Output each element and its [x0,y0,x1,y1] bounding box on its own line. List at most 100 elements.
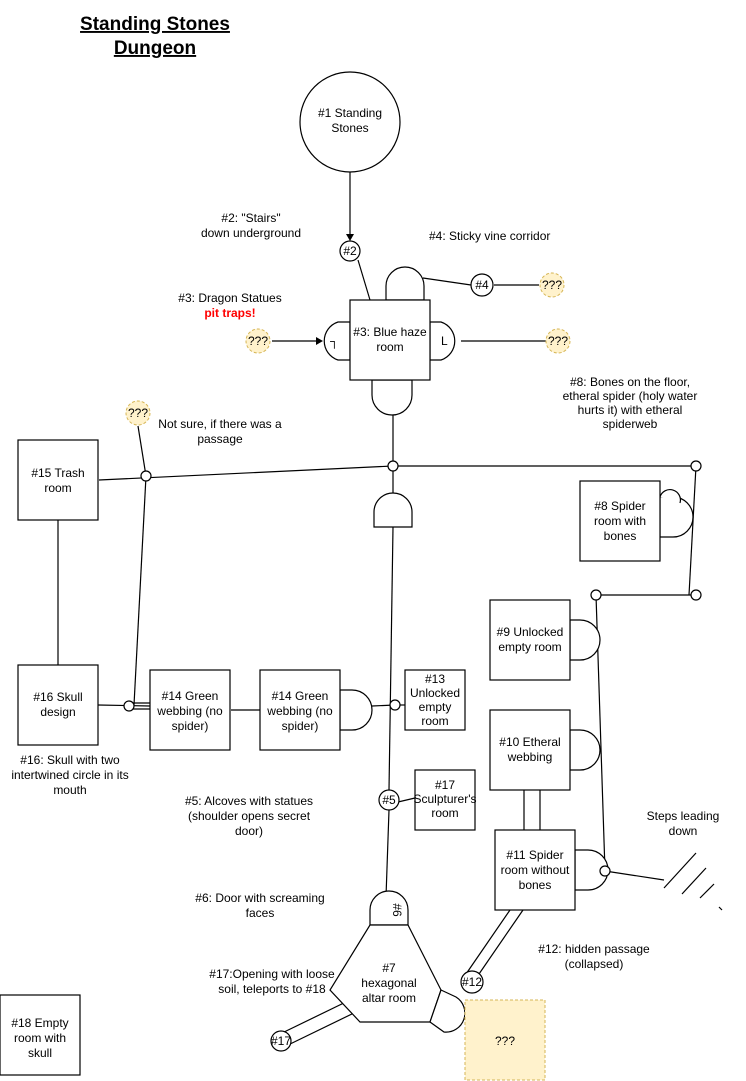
annotation-4-sticky-vine: #4: Sticky vine corridor [429,229,550,243]
svg-text:#2: "Stairs": #2: "Stairs" [221,211,280,225]
room-3-label-line1: #3: Blue haze [353,325,427,339]
map-title-line2: Dungeon [114,38,196,59]
svg-text:hurts it) with etheral: hurts it) with etheral [578,403,683,417]
svg-text:soil, teleports to #18: soil, teleports to #18 [218,982,326,996]
door-6-label: #6 [390,903,404,917]
stairs-down-icon [663,852,723,911]
svg-text:???: ??? [248,334,268,348]
unknown-room-south: ??? [464,999,546,1081]
svg-text:Steps leading: Steps leading [647,809,720,823]
room-7-label-line1: #7 [382,961,396,975]
room-14b-label-line1: #14 Green [272,689,329,703]
room-15-trash: #15 Trash room [17,439,99,521]
unknown-marker-west-3: ??? [245,328,271,354]
svg-text:#2: #2 [343,244,357,258]
annotation-16-skull: #16: Skull with two intertwined circle i… [11,753,128,797]
annotation-2-stairs: #2: "Stairs" down underground [201,211,301,240]
room-14-green-webbing-west: #14 Green webbing (no spider) [149,669,231,751]
room-9-label-line2: empty room [498,640,561,654]
unknown-room-label: ??? [495,1034,515,1048]
room-15-label-line2: room [44,481,71,495]
svg-text:???: ??? [548,334,568,348]
svg-text:down underground: down underground [201,226,301,240]
annotation-5-alcoves: #5: Alcoves with statues (shoulder opens… [185,794,313,838]
annotation-passage-uncertain: Not sure, if there was a passage [158,417,282,446]
svg-text:#17:Opening with loose: #17:Opening with loose [209,967,335,981]
svg-text:#16: Skull with two: #16: Skull with two [20,753,120,767]
svg-text:faces: faces [246,906,275,920]
marker-2: #2 [339,240,361,262]
room-17-sculpturer: #17 Sculpturer's room [414,769,476,831]
svg-text:door): door) [235,824,263,838]
room-1-label-line2: Stones [331,121,368,135]
svg-text:#5: #5 [382,793,396,807]
annotation-17-opening: #17:Opening with loose soil, teleports t… [209,967,335,996]
svg-text:mouth: mouth [53,783,86,797]
room-17-label-line3: room [431,806,458,820]
room-18-label-line2: room with [14,1031,66,1045]
annotation-12-hidden-passage: #12: hidden passage (collapsed) [538,942,650,971]
left-statue-door-glyph: ┐ [330,334,339,349]
door-to-south-corridor [373,492,413,528]
room-11-spider-no-bones: #11 Spider room without bones [494,829,609,911]
marker-12: #12 [460,970,484,994]
svg-text:???: ??? [542,278,562,292]
room-8-label-line2: room with [594,514,646,528]
room-14b-label-line3: spider) [282,719,319,733]
room-9-unlocked-empty: #9 Unlocked empty room [489,599,601,681]
door-6-screaming-faces: #6 [369,890,409,926]
room-13-label-line1: #13 [425,672,445,686]
room-8-label-line3: bones [604,529,637,543]
room-9-label-line1: #9 Unlocked [497,625,564,639]
room-1-standing-stones: #1 Standing Stones [299,71,401,173]
svg-text:passage: passage [197,432,243,446]
room-17-label-line1: #17 [435,778,455,792]
room-1-label-line1: #1 Standing [318,106,382,120]
room-13-label-line4: room [421,714,448,728]
annotation-6-door: #6: Door with screaming faces [195,891,324,920]
room-16-label-line1: #16 Skull [33,690,82,704]
marker-4: #4 [470,273,494,297]
unknown-marker-east-4: ??? [539,272,565,298]
svg-text:#8: Bones on the floor,: #8: Bones on the floor, [570,375,690,389]
room-11-label-line1: #11 Spider [506,848,563,862]
room-10-label-line2: webbing [507,750,553,764]
unknown-marker-north-15: ??? [125,400,151,426]
room-14a-label-line3: spider) [172,719,209,733]
pit-traps-warning: pit traps! [204,306,255,320]
annotation-8-bones: #8: Bones on the floor, etheral spider (… [563,375,698,431]
room-3-label-line2: room [376,340,403,354]
room-13-label-line2: Unlocked [410,686,460,700]
svg-text:(collapsed): (collapsed) [565,957,624,971]
room-15-label-line1: #15 Trash [31,466,84,480]
room-7-label-line3: altar room [362,991,416,1005]
annotation-steps-down: Steps leading down [647,809,720,838]
room-8-label-line1: #8 Spider [594,499,645,513]
room-13-label-line3: empty [419,700,452,714]
svg-text:#12: hidden passage: #12: hidden passage [538,942,650,956]
room-10-etheral-webbing: #10 Etheral webbing [489,709,601,791]
svg-text:down: down [669,824,698,838]
right-statue-door-glyph: L [441,334,448,348]
room-16-label-line2: design [40,705,75,719]
room-11-label-line3: bones [519,878,552,892]
svg-text:???: ??? [128,406,148,420]
room-7-label-line2: hexagonal [361,976,416,990]
svg-text:#6: Door with screaming: #6: Door with screaming [195,891,324,905]
svg-text:#3: Dragon Statues: #3: Dragon Statues [178,291,281,305]
svg-text:(shoulder opens secret: (shoulder opens secret [188,809,311,823]
room-14a-label-line1: #14 Green [162,689,219,703]
room-7-hexagonal-altar: #7 hexagonal altar room [329,924,466,1033]
annotation-3-dragon-statues: #3: Dragon Statues pit traps! [178,291,281,320]
svg-text:Not sure, if there was a: Not sure, if there was a [158,417,282,431]
room-10-label-line1: #10 Etheral [499,735,560,749]
room-18-empty-with-skull: #18 Empty room with skull [0,994,81,1076]
svg-text:intertwined circle in its: intertwined circle in its [11,768,128,782]
junction-nodes [123,460,702,877]
room-8-spider-bones: #8 Spider room with bones [579,480,694,562]
room-13-unlocked-empty: #13 Unlocked empty room [404,669,466,731]
room-14a-label-line2: webbing (no [156,704,223,718]
room-14b-label-line2: webbing (no [266,704,333,718]
svg-text:spiderweb: spiderweb [603,417,658,431]
